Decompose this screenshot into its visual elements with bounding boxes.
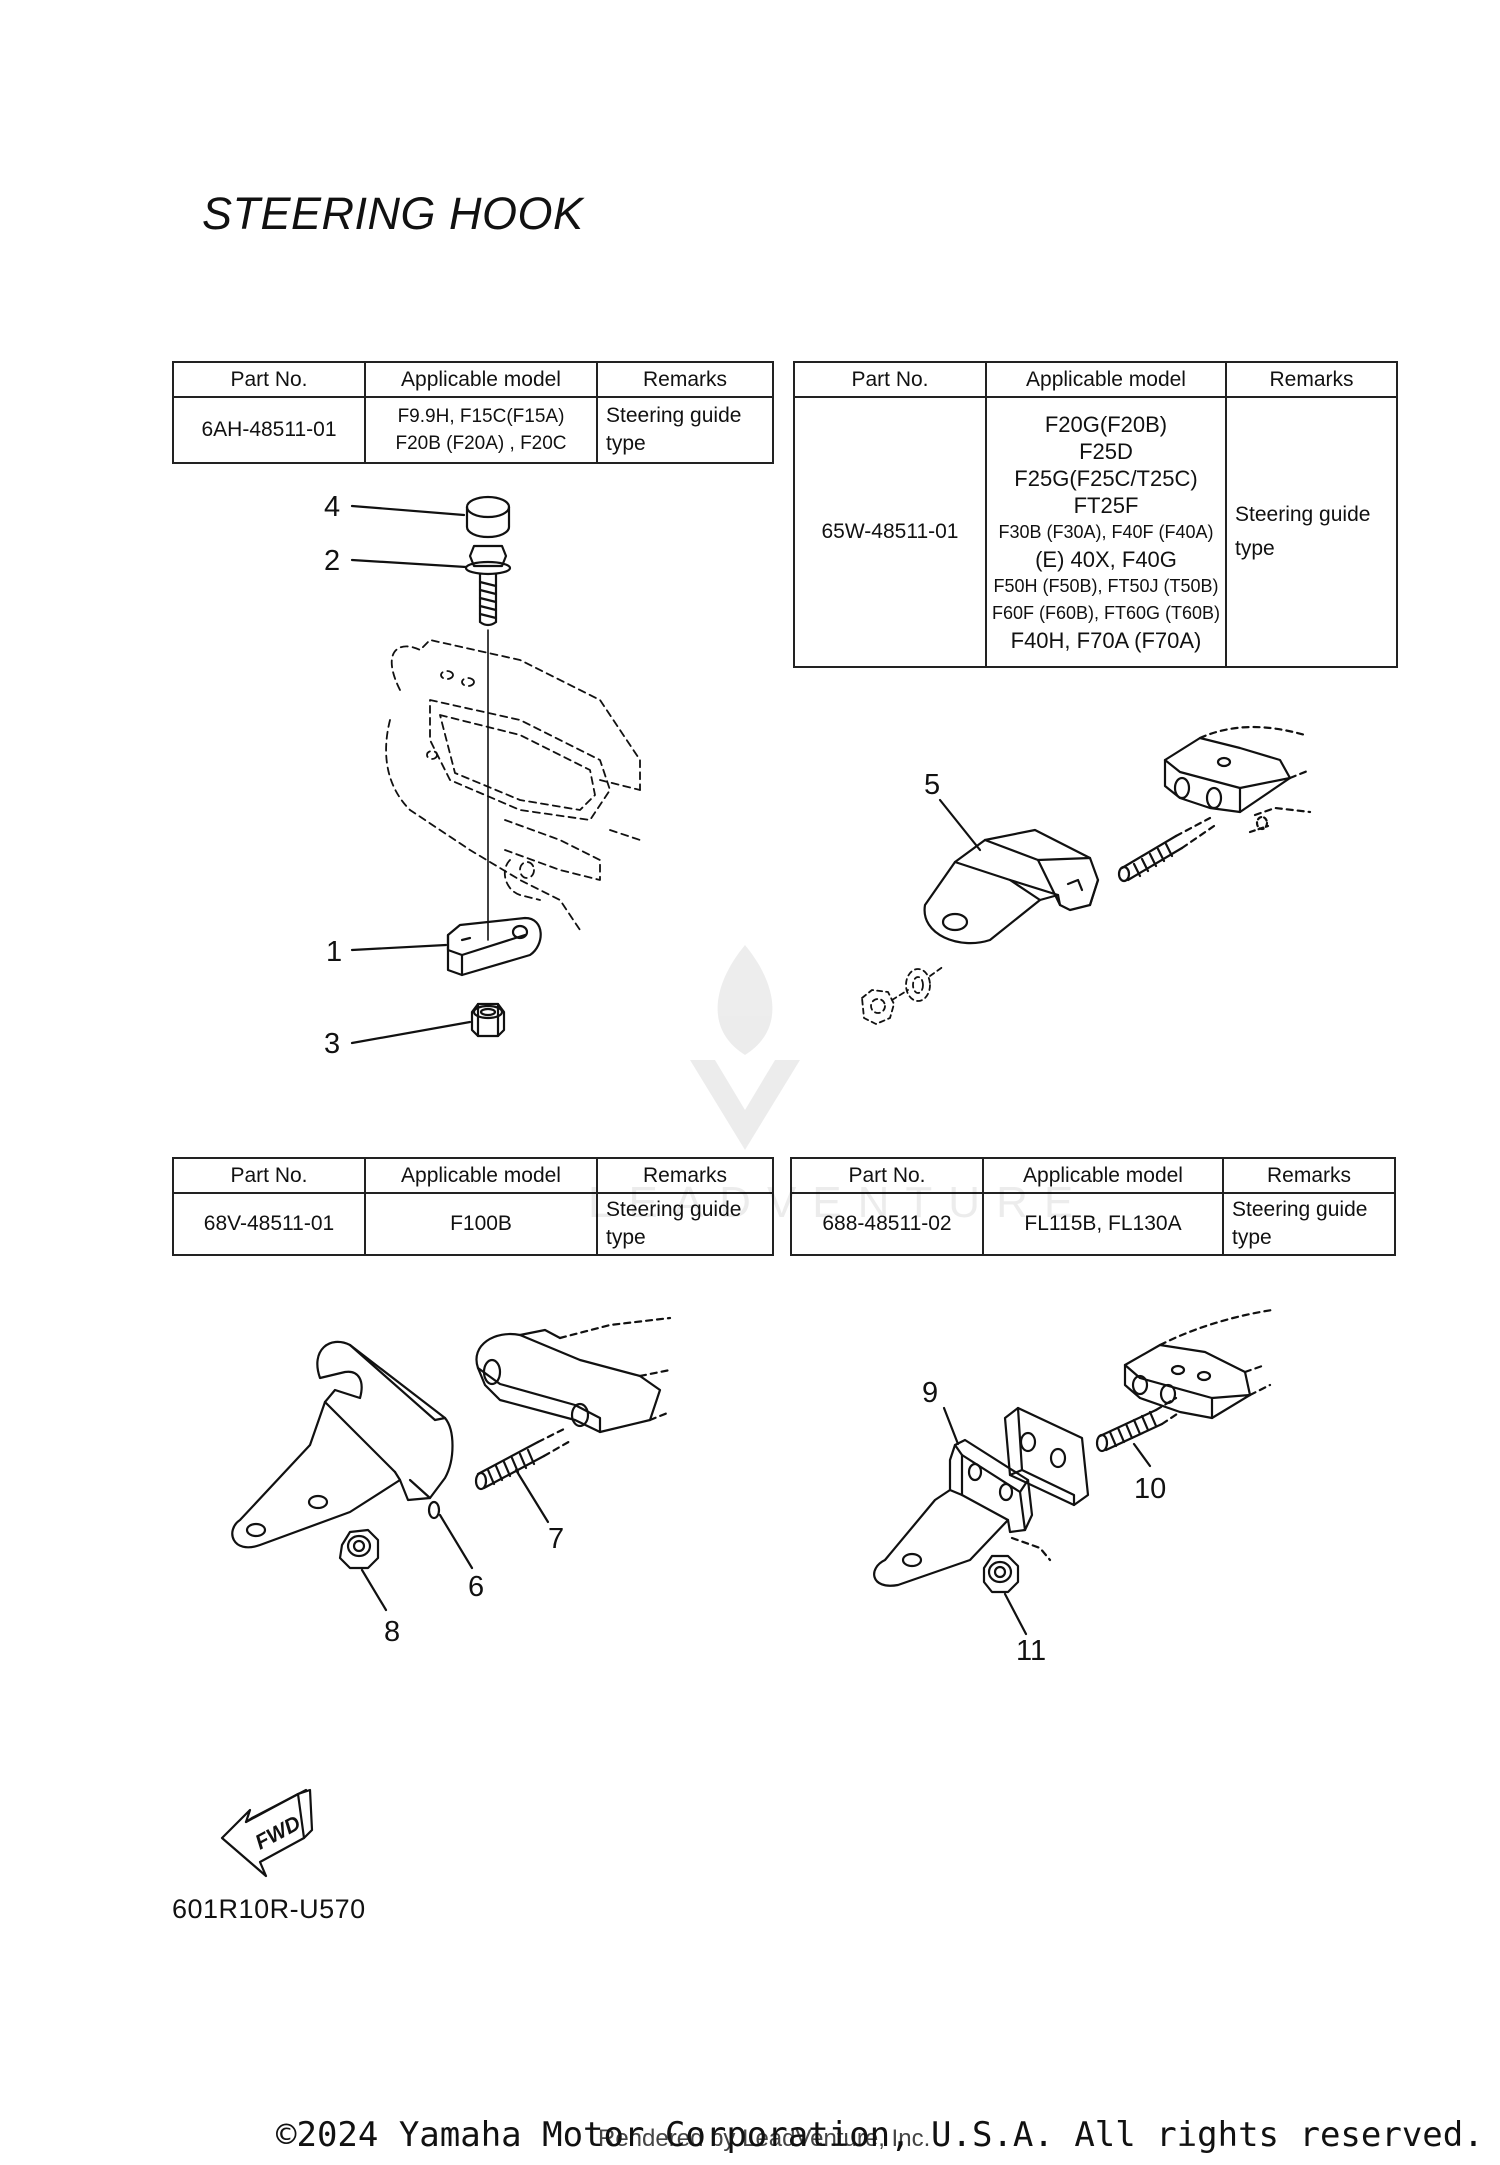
callout-1: 1 [326,936,342,968]
leader-line-3 [350,1020,472,1045]
nut-part-3 [470,1002,506,1038]
bolt-part-2 [464,544,512,627]
rendered-by-text: Rendered by LeadVenture, Inc. [598,2125,931,2152]
parts-table-1: Part No. Applicable model Remarks 6AH-48… [172,361,774,464]
applicable-model: F20G(F20B) F25D F25G(F25C/T25C) FT25F F3… [985,396,1227,668]
parts-table-2: Part No. Applicable model Remarks 65W-48… [793,361,1398,668]
header-remarks: Remarks [596,1157,774,1194]
part-number: 6AH-48511-01 [172,396,366,464]
hook-part-6 [231,1340,454,1549]
stud-bolt [1117,816,1216,883]
nut-part-11 [982,1554,1020,1594]
hook-part-1 [446,916,542,977]
callout-6: 6 [468,1571,484,1603]
watermark-logo [690,945,800,1150]
parts-table-3: Part No. Applicable model Remarks 68V-48… [172,1157,774,1256]
hook-part-5 [923,828,1100,945]
hook-part-9 [873,1438,1052,1587]
leader-line-9 [942,1406,960,1446]
leader-line-6 [438,1513,474,1570]
leader-line-1 [350,943,448,952]
diagram-group-4: 9 10 11 [873,1308,1274,1667]
callout-7: 7 [548,1523,564,1555]
part-number: 688-48511-02 [790,1192,984,1256]
header-applicable-model: Applicable model [364,361,598,398]
nut-part-8 [338,1528,380,1570]
stud-part-10 [1095,1396,1182,1453]
remarks: Steering guide type [596,396,774,464]
fwd-arrow-icon: FWD [220,1788,314,1878]
spacer-plate [1003,1406,1090,1507]
watermark-text: LEADVENTURE [588,1178,1090,1227]
header-remarks: Remarks [1222,1157,1396,1194]
header-part-no: Part No. [793,361,987,398]
fwd-label: FWD [252,1812,305,1855]
cap-part-4 [465,495,511,539]
callout-3: 3 [324,1028,340,1060]
callout-2: 2 [324,545,340,577]
copyright-text: ©2024 Yamaha Motor Corporation, U.S.A. A… [276,2115,1484,2155]
parts-table-4: Part No. Applicable model Remarks 688-48… [790,1157,1396,1256]
page-title: STEERING HOOK [202,188,584,239]
callout-11: 11 [1016,1635,1046,1667]
header-applicable-model: Applicable model [985,361,1227,398]
diagram-group-1: 4 2 1 3 [324,491,641,1060]
mount-housing [475,1316,672,1434]
header-applicable-model: Applicable model [982,1157,1224,1194]
callout-10: 10 [1134,1473,1166,1505]
leader-line-2 [350,558,468,569]
leader-line-4 [350,504,466,517]
leader-line-7 [514,1468,550,1524]
diagram-code: 601R10R-U570 [172,1894,366,1924]
header-remarks: Remarks [596,361,774,398]
applicable-model: FL115B, FL130A [982,1192,1224,1256]
callout-9: 9 [922,1377,938,1409]
leader-line-11 [1003,1592,1028,1636]
guide-housing [1123,1308,1274,1420]
leader-line-5 [938,798,982,852]
applicable-model: F9.9H, F15C(F15A) F20B (F20A) , F20C [364,396,598,464]
remarks: Steering guide type [596,1192,774,1256]
part-number: 68V-48511-01 [172,1192,366,1256]
part-number: 65W-48511-01 [793,396,987,668]
diagram-group-3: 7 6 8 [231,1316,672,1648]
header-part-no: Part No. [172,361,366,398]
leader-line-8 [360,1568,388,1612]
header-part-no: Part No. [172,1157,366,1194]
remarks: Steering guide type [1222,1192,1396,1256]
stud-part-7 [474,1426,574,1491]
callout-4: 4 [324,491,340,523]
callout-8: 8 [384,1616,400,1648]
washer-and-nut [861,965,945,1025]
header-part-no: Part No. [790,1157,984,1194]
callout-5: 5 [924,769,940,801]
bracket-housing [385,639,641,931]
applicable-model: F100B [364,1192,598,1256]
steering-guide-housing [1163,725,1312,834]
remarks: Steering guide type [1225,396,1398,668]
diagram-group-2: 5 [861,725,1312,1025]
leader-line-10 [1132,1442,1152,1468]
header-applicable-model: Applicable model [364,1157,598,1194]
header-remarks: Remarks [1225,361,1398,398]
